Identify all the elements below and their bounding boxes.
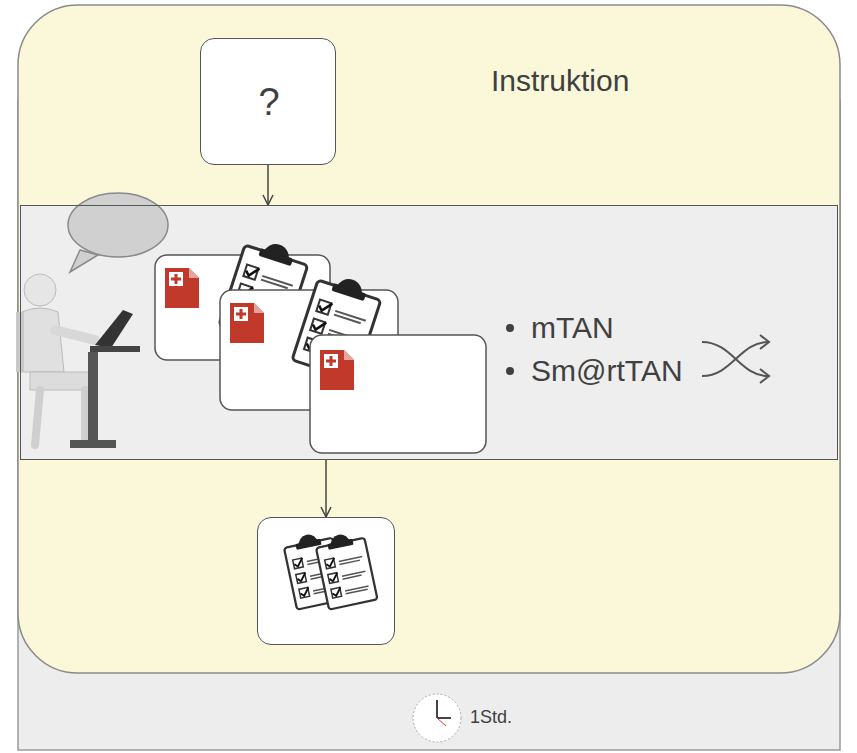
task-band: mTAN Sm@rtTAN: [20, 205, 838, 460]
flow-arrow: [325, 460, 327, 517]
method-item: Sm@rtTAN: [531, 353, 683, 389]
instruction-box: ?Instruktion: [200, 38, 336, 165]
flow-arrow: [267, 165, 269, 205]
questionnaire-box: [257, 517, 395, 645]
duration-label: 1Std.: [470, 707, 512, 729]
question-mark: ?: [201, 39, 337, 166]
step-heading: Instruktion: [491, 63, 629, 99]
method-item: mTAN: [531, 310, 614, 346]
